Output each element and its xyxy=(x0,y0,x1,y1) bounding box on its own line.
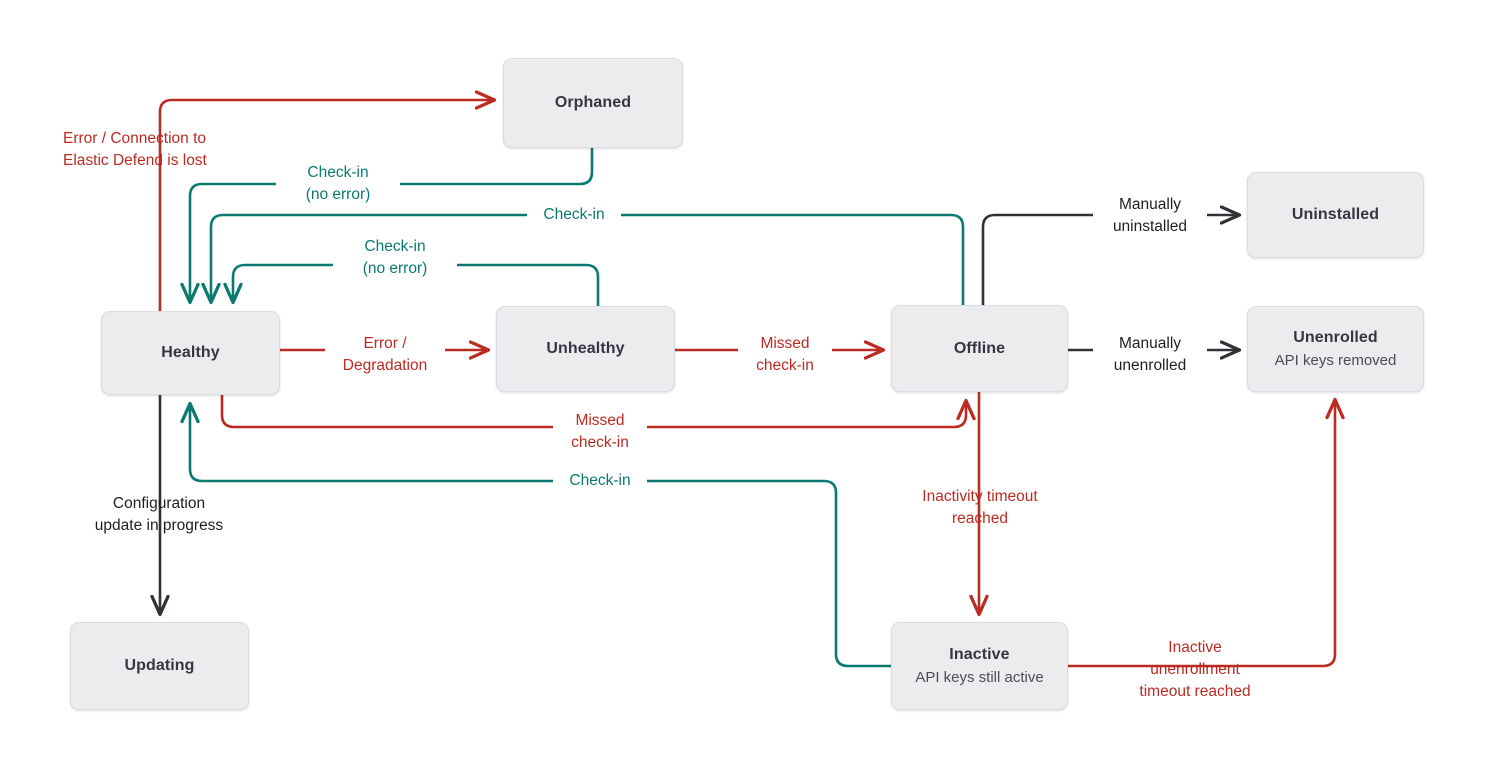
edge-inactive-to-healthy xyxy=(190,404,893,668)
edge-healthy-to-orphaned xyxy=(158,100,494,313)
edge-label-unhealthy-to-healthy: Check-in (no error) xyxy=(333,236,457,281)
node-offline[interactable]: Offline xyxy=(891,305,1068,392)
edge-label-orphaned-to-healthy: Check-in (no error) xyxy=(276,162,400,207)
edge-label-healthy-to-offline: Missed check-in xyxy=(553,410,647,455)
edge-label-inactive-to-healthy: Check-in xyxy=(553,470,647,493)
node-inactive-subtitle: API keys still active xyxy=(915,668,1044,686)
node-inactive[interactable]: Inactive API keys still active xyxy=(891,622,1068,710)
node-uninstalled-title: Uninstalled xyxy=(1291,206,1380,223)
node-offline-title: Offline xyxy=(953,339,1006,357)
edge-label-healthy-to-updating: Configuration update in progress xyxy=(94,495,224,535)
node-unenrolled[interactable]: Unenrolled API keys removed xyxy=(1247,306,1424,392)
node-updating-title: Updating xyxy=(124,657,195,674)
node-unhealthy-title: Unhealthy xyxy=(546,340,625,357)
node-healthy-title: Healthy xyxy=(161,344,220,361)
edge-label-offline-to-unenrolled: Manually unenrolled xyxy=(1093,333,1207,378)
edge-label-healthy-to-orphaned: Error / Connection to Elastic Defend is … xyxy=(63,130,207,170)
node-orphaned-title: Orphaned xyxy=(554,94,632,111)
edge-label-offline-to-uninstalled: Manually uninstalled xyxy=(1093,194,1207,239)
node-updating[interactable]: Updating xyxy=(70,622,249,710)
node-inactive-title: Inactive xyxy=(949,645,1010,663)
edge-inactive-to-unenrolled xyxy=(1066,400,1335,668)
node-uninstalled[interactable]: Uninstalled xyxy=(1247,172,1424,258)
node-orphaned[interactable]: Orphaned xyxy=(503,58,683,148)
edge-offline-to-uninstalled xyxy=(981,215,1239,307)
node-healthy[interactable]: Healthy xyxy=(101,311,280,395)
node-unenrolled-title: Unenrolled xyxy=(1293,328,1378,346)
edge-label-unhealthy-to-offline: Missed check-in xyxy=(738,333,832,378)
edge-label-healthy-to-unhealthy: Error / Degradation xyxy=(325,333,445,378)
node-unenrolled-subtitle: API keys removed xyxy=(1274,351,1397,369)
node-unhealthy[interactable]: Unhealthy xyxy=(496,306,675,392)
edge-offline-to-healthy xyxy=(211,213,965,307)
edge-label-inactive-to-unenrolled: Inactive unenrollment timeout reached xyxy=(1139,639,1251,701)
edge-label-offline-to-inactive: Inactivity timeout reached xyxy=(922,488,1038,528)
edge-label-offline-to-healthy: Check-in xyxy=(527,204,621,227)
